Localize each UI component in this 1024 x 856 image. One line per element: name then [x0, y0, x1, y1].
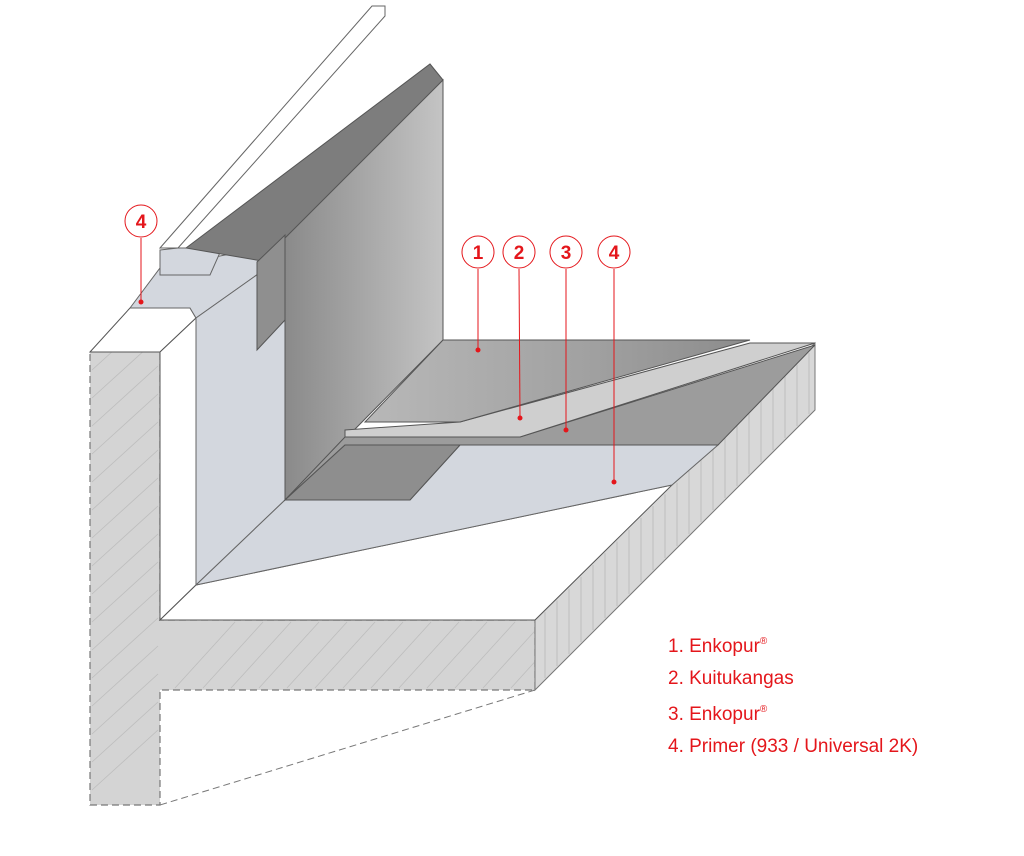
legend-text: 1. Enkopur: [668, 636, 760, 657]
svg-text:4: 4: [136, 212, 147, 233]
legend-text: 4. Primer (933 / Universal 2K): [668, 736, 919, 758]
legend-item: 1. Enkopur®: [668, 626, 918, 663]
concrete-hatching: [91, 309, 572, 791]
callout-2: 2: [502, 235, 536, 421]
coping-base: [159, 247, 223, 276]
callout-4-parapet: 4: [124, 204, 158, 305]
legend-text: 3. Enkopur: [668, 704, 760, 726]
svg-text:1: 1: [473, 243, 484, 264]
callout-3: 3: [549, 235, 583, 433]
callout-4-floor: 4: [597, 235, 631, 485]
hidden-edge: [159, 689, 536, 806]
registered-mark: ®: [759, 636, 768, 647]
svg-text:2: 2: [514, 243, 525, 264]
legend-text: 2. Kuitukangas: [668, 667, 794, 689]
layer-1-enkopur: [363, 339, 751, 423]
svg-text:3: 3: [561, 243, 572, 264]
layer-3-lower: [283, 444, 462, 501]
slab-side-hatching: [544, 352, 810, 678]
callout-1: 1: [461, 235, 495, 353]
parapet-inner-face: [159, 316, 197, 622]
legend-item: 2. Kuitukangas: [668, 663, 918, 695]
registered-mark: ®: [759, 704, 768, 716]
legend-item: 4. Primer (933 / Universal 2K): [668, 731, 918, 763]
legend-item: 3. Enkopur®: [668, 694, 918, 731]
svg-text:4: 4: [609, 243, 620, 264]
legend: 1. Enkopur® 2. Kuitukangas 3. Enkopur® 4…: [668, 626, 918, 763]
